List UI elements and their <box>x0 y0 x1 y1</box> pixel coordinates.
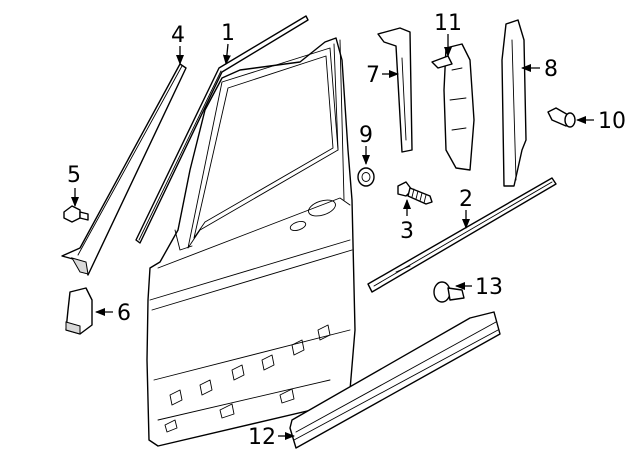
part-10-clip <box>547 107 576 128</box>
part-13-push-clip <box>433 281 465 303</box>
callout-11: 11 <box>434 11 462 36</box>
part-4-pillar-trim <box>61 63 187 276</box>
part-5-bolt <box>63 205 89 223</box>
part-11-pillar-bracket <box>431 43 475 171</box>
callout-labels: 1 2 3 4 5 6 7 8 9 10 11 12 13 <box>67 11 626 450</box>
leader-lines <box>71 34 594 440</box>
callout-13: 13 <box>475 275 503 300</box>
part-12-rocker-molding <box>289 311 501 449</box>
callout-1: 1 <box>221 21 235 46</box>
part-6-bracket <box>65 287 93 335</box>
callout-12: 12 <box>248 425 276 450</box>
part-9-washer <box>357 167 375 187</box>
callout-3: 3 <box>400 219 414 244</box>
callout-9: 9 <box>359 123 373 148</box>
callout-2: 2 <box>459 187 473 212</box>
door-shell <box>146 37 356 447</box>
callout-8: 8 <box>544 57 558 82</box>
callout-7: 7 <box>366 63 380 88</box>
callout-6: 6 <box>117 301 131 326</box>
part-1-glass-run-channel <box>135 15 309 244</box>
callout-10: 10 <box>598 109 626 134</box>
part-3-screw <box>397 181 433 205</box>
part-7-pillar-applique <box>377 27 413 153</box>
callout-5: 5 <box>67 163 81 188</box>
part-2-belt-molding <box>367 177 557 293</box>
part-8-rear-pillar-trim <box>501 19 527 187</box>
callout-4: 4 <box>171 23 185 48</box>
